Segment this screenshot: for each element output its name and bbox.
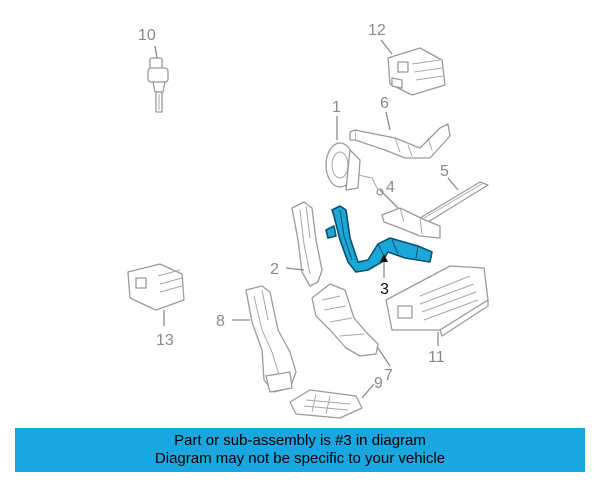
part-2 — [291, 201, 323, 287]
callout-1: 1 — [332, 99, 341, 116]
callout-9: 9 — [374, 375, 383, 392]
callout-3: 3 — [380, 281, 389, 298]
callout-6: 6 — [380, 95, 389, 112]
callout-2: 2 — [270, 261, 279, 278]
callout-11: 11 — [428, 349, 445, 366]
callout-8: 8 — [216, 313, 225, 330]
callout-7: 7 — [384, 367, 393, 384]
leader-2 — [285, 267, 305, 271]
banner-line-2: Diagram may not be specific to your vehi… — [154, 450, 446, 467]
leader-6 — [385, 111, 391, 131]
leader-5 — [447, 177, 459, 191]
callout-5: 5 — [440, 163, 449, 180]
part-11 — [385, 265, 489, 337]
leader-4 — [379, 189, 399, 209]
part-1 — [325, 142, 384, 196]
part-9 — [289, 389, 363, 419]
callout-4: 4 — [386, 179, 395, 196]
part-7 — [311, 283, 379, 357]
info-banner: Part or sub-assembly is #3 in diagram Di… — [15, 428, 585, 472]
part-12 — [387, 47, 446, 96]
leader-3-arrow — [380, 254, 388, 262]
leader-12 — [380, 39, 393, 55]
leader-10 — [154, 45, 158, 59]
part-6 — [349, 123, 451, 159]
banner-line-1: Part or sub-assembly is #3 in diagram — [174, 432, 426, 449]
part-8 — [245, 285, 297, 393]
part-13 — [127, 263, 185, 311]
leader-9 — [361, 383, 375, 399]
part-5 — [419, 181, 489, 223]
callout-12: 12 — [368, 22, 386, 39]
leader-7 — [377, 347, 391, 367]
part-3-highlighted — [325, 205, 433, 273]
callout-13: 13 — [156, 332, 174, 349]
callout-10: 10 — [138, 27, 156, 44]
part-10 — [147, 57, 169, 113]
part-4 — [381, 207, 441, 239]
